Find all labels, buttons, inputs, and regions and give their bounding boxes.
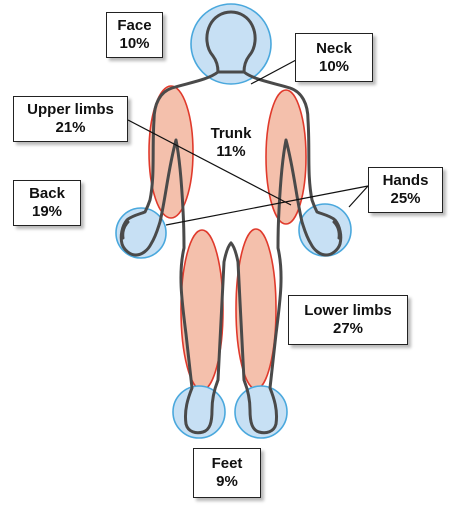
leader-lines — [127, 59, 369, 226]
hands-label: Hands — [382, 172, 429, 189]
upper-limbs-label: Upper limbs — [27, 101, 114, 118]
upper-limb-right-highlight — [265, 89, 307, 225]
back-label: Back — [29, 185, 65, 202]
leader-hands-left — [165, 185, 369, 226]
feet-label-box: Feet 9% — [193, 448, 261, 498]
body-outline — [119, 10, 343, 435]
feet-percent: 9% — [216, 473, 238, 490]
lower-limb-left-highlight — [180, 229, 224, 391]
feet-label: Feet — [211, 455, 243, 472]
trunk-label-group: Trunk 11% — [201, 125, 261, 161]
right-body-outline — [229, 70, 343, 435]
hand-right-highlight — [298, 203, 352, 257]
face-percent: 10% — [119, 35, 150, 52]
back-percent: 19% — [31, 203, 63, 220]
lower-limbs-label-box: Lower limbs 27% — [288, 295, 408, 345]
back-label-box: Back 19% — [13, 180, 81, 226]
hands-percent: 25% — [390, 190, 421, 207]
foot-right-highlight — [234, 385, 288, 439]
left-thumb-outline — [121, 220, 130, 240]
upper-limbs-percent: 21% — [55, 119, 86, 136]
head-outline — [205, 10, 257, 74]
leader-upper-limbs — [127, 119, 292, 206]
right-thumb-outline — [332, 220, 341, 240]
face-label-box: Face 10% — [106, 12, 163, 58]
face-label: Face — [117, 17, 152, 34]
leader-hands-right — [348, 185, 369, 208]
trunk-percent: 11% — [216, 143, 246, 160]
upper-limbs-label-box: Upper limbs 21% — [13, 96, 128, 142]
neck-percent: 10% — [318, 57, 350, 75]
trunk-label: Trunk — [210, 125, 252, 142]
neck-label: Neck — [316, 39, 352, 57]
left-body-outline — [119, 70, 233, 435]
neck-label-box: Neck 10% — [295, 33, 373, 82]
leader-neck — [250, 59, 297, 85]
lower-limbs-percent: 27% — [332, 320, 364, 337]
hands-label-box: Hands 25% — [368, 167, 443, 213]
lower-limbs-label: Lower limbs — [304, 302, 392, 319]
foot-left-highlight — [172, 385, 226, 439]
